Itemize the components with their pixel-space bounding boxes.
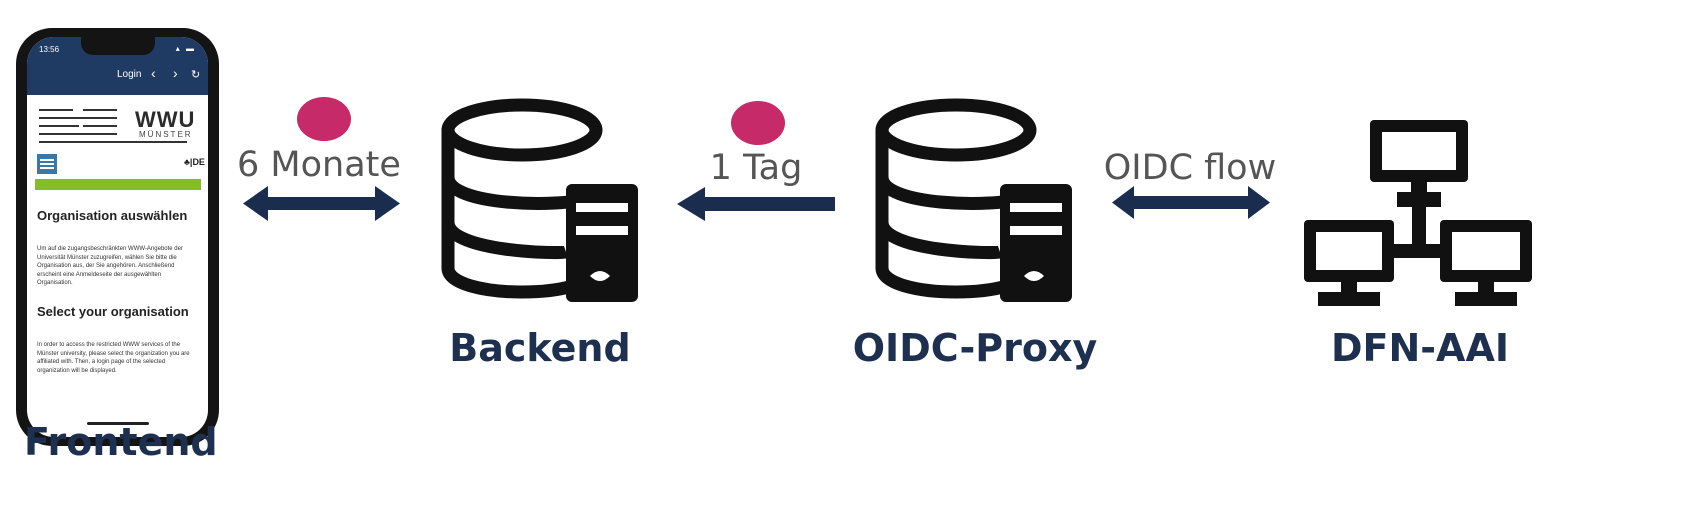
forward-icon: › — [173, 65, 178, 81]
menu-icon — [37, 154, 57, 174]
phone-status-icons: ▴ ▬ — [175, 44, 196, 53]
retention-dot-1-tag — [731, 101, 785, 145]
backend-label: Backend — [449, 326, 631, 370]
frontend-label: Frontend — [24, 420, 218, 464]
phone-nav-title: Login — [117, 69, 142, 80]
dfn-network-icon — [1304, 120, 1532, 306]
proxy-label: OIDC-Proxy — [852, 326, 1098, 370]
dfn-label: DFN-AAI — [1330, 326, 1510, 370]
reload-icon: ↻ — [191, 69, 201, 81]
backend-database-server-icon — [441, 98, 638, 302]
phone-text-de: Um auf die zugangsbeschränkten WWW-Angeb… — [37, 246, 183, 286]
proxy-database-server-icon — [875, 98, 1072, 302]
green-bar — [35, 179, 201, 190]
arrow-proxy-backend — [677, 187, 835, 221]
language-switch: ♣|DE — [184, 157, 205, 167]
arrow-proxy-dfn — [1112, 186, 1270, 219]
phone-time: 13:56 — [39, 45, 60, 54]
phone-status-bar: 13:56 ▴ ▬ Login ‹ › ↻ — [27, 37, 208, 95]
phone-heading-de: Organisation auswählen — [37, 208, 188, 223]
retention-dot-6-monate — [297, 97, 351, 141]
edge-label-frontend-backend: 6 Monate — [237, 145, 401, 185]
arrow-frontend-backend — [243, 186, 400, 221]
frontend-phone-icon: 13:56 ▴ ▬ Login ‹ › ↻ WWU MÜNSTER ♣|DE O… — [16, 28, 219, 446]
language-label: DE — [192, 157, 205, 167]
phone-heading-en: Select your organisation — [37, 304, 189, 319]
wwu-logo: WWU — [135, 107, 196, 132]
phone-home-indicator — [87, 422, 149, 425]
edge-label-proxy-dfn: OIDC flow — [1103, 148, 1277, 188]
phone-notch — [81, 37, 155, 55]
back-icon: ‹ — [151, 65, 156, 81]
wwu-logo-subtitle: MÜNSTER — [139, 130, 193, 139]
phone-screen: 13:56 ▴ ▬ Login ‹ › ↻ WWU MÜNSTER ♣|DE O… — [27, 37, 208, 437]
phone-text-en: In order to access the restricted WWW se… — [37, 342, 190, 374]
edge-label-backend-proxy: 1 Tag — [709, 148, 803, 188]
